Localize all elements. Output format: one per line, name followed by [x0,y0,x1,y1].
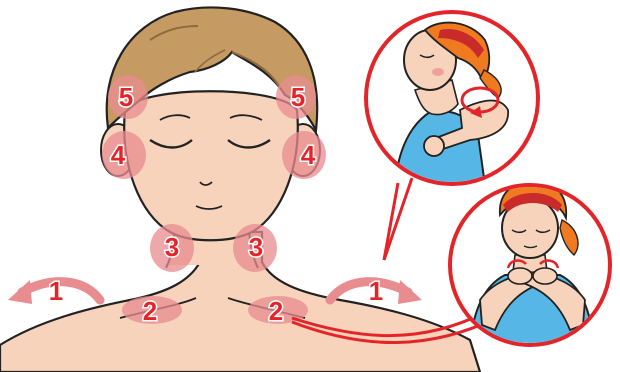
label-3-right: 3 [249,232,263,262]
face [124,91,298,240]
label-2-left: 2 [143,296,157,326]
label-1-right: 1 [369,276,383,306]
label-5-left: 5 [119,82,133,112]
inset-bottom [450,180,610,350]
label-3-left: 3 [165,232,179,262]
label-2-right: 2 [269,296,283,326]
label-4-left: 4 [111,140,126,170]
label-1-left: 1 [49,276,63,306]
inset-top [366,12,538,185]
label-4-right: 4 [301,140,316,170]
label-5-right: 5 [291,82,305,112]
